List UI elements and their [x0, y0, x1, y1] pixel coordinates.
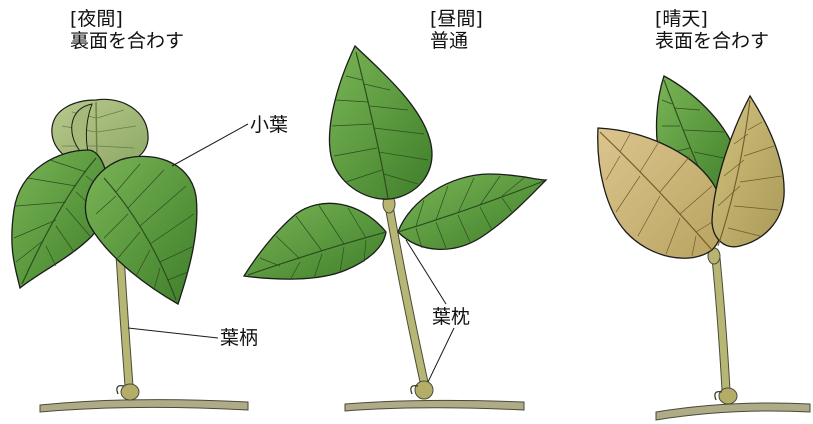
- day-node: [415, 381, 433, 399]
- sunny-right-leaflet: [712, 96, 784, 247]
- sunny-branch: [656, 403, 810, 420]
- sunny-petiole: [712, 258, 730, 390]
- day-plant: [244, 46, 546, 411]
- night-plant: [12, 99, 248, 412]
- sunny-node: [719, 388, 737, 404]
- leaflet-leader-line: [172, 124, 248, 166]
- sunny-plant: [598, 76, 810, 420]
- night-branch: [40, 400, 248, 412]
- pulvinus-leader-line-lower: [428, 328, 454, 382]
- night-right-leaflet: [85, 156, 196, 304]
- day-top-leaflet: [329, 46, 431, 199]
- petiole-leader-line: [128, 328, 218, 338]
- day-branch: [345, 400, 524, 411]
- night-petiole: [116, 255, 133, 386]
